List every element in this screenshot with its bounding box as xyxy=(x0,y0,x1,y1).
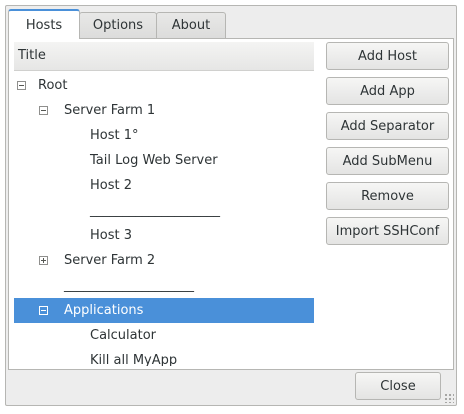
tab-about-label: About xyxy=(171,18,211,33)
remove-label: Remove xyxy=(361,188,414,204)
tree-row-label: ____________________ xyxy=(90,203,220,218)
tree-row-label: Kill all MyApp xyxy=(90,353,178,366)
tree-row-root[interactable]: Root xyxy=(14,73,314,98)
tree-row-label: Calculator xyxy=(90,328,157,343)
tree-row-host-1[interactable]: Host 1° xyxy=(14,123,314,148)
add-submenu-button[interactable]: Add SubMenu xyxy=(326,147,449,175)
tree-row-label: Host 2 xyxy=(90,178,133,193)
add-separator-button[interactable]: Add Separator xyxy=(326,112,449,140)
collapse-icon[interactable] xyxy=(39,306,48,315)
collapse-icon[interactable] xyxy=(17,81,26,90)
tree-row-label: Host 3 xyxy=(90,228,133,243)
hosts-panel: Title Root Server Farm 1 Host 1° Tail Lo… xyxy=(8,38,454,370)
add-separator-label: Add Separator xyxy=(340,118,435,134)
resize-grip-icon[interactable] xyxy=(444,393,454,403)
host-tree[interactable]: Title Root Server Farm 1 Host 1° Tail Lo… xyxy=(14,42,314,366)
tree-row-separator[interactable]: ____________________ xyxy=(14,198,314,223)
tree-row-label: Server Farm 2 xyxy=(64,253,156,268)
tab-about[interactable]: About xyxy=(156,12,226,38)
tree-row-server-farm-1[interactable]: Server Farm 1 xyxy=(14,98,314,123)
tree-column-header[interactable]: Title xyxy=(14,42,314,71)
import-sshconf-button[interactable]: Import SSHConf xyxy=(326,217,449,245)
tree-row-label: Root xyxy=(38,78,68,93)
tree-header-label: Title xyxy=(18,48,46,63)
tree-row-host-2[interactable]: Host 2 xyxy=(14,173,314,198)
add-host-button[interactable]: Add Host xyxy=(326,42,449,70)
tree-row-label: Applications xyxy=(64,303,144,318)
tree-row-applications[interactable]: Applications xyxy=(14,298,314,323)
add-host-label: Add Host xyxy=(358,48,417,64)
tree-row-kill-all[interactable]: Kill all MyApp xyxy=(14,348,314,366)
tree-row-label: ____________________ xyxy=(64,278,194,293)
add-app-button[interactable]: Add App xyxy=(326,77,449,105)
tree-row-host-3[interactable]: Host 3 xyxy=(14,223,314,248)
tree-row-server-farm-2[interactable]: Server Farm 2 xyxy=(14,248,314,273)
tab-hosts-label: Hosts xyxy=(25,17,63,33)
close-button[interactable]: Close xyxy=(355,372,441,400)
tab-options-label: Options xyxy=(92,18,144,33)
tab-hosts[interactable]: Hosts xyxy=(8,9,80,39)
tree-row-label: Tail Log Web Server xyxy=(90,153,218,168)
close-label: Close xyxy=(380,378,416,394)
tree-row-label: Server Farm 1 xyxy=(64,103,156,118)
tree-row-label: Host 1° xyxy=(90,128,139,143)
tree-row-calculator[interactable]: Calculator xyxy=(14,323,314,348)
tab-options[interactable]: Options xyxy=(79,12,157,38)
add-app-label: Add App xyxy=(360,83,415,99)
import-sshconf-label: Import SSHConf xyxy=(335,223,440,239)
tree-row-tail-log[interactable]: Tail Log Web Server xyxy=(14,148,314,173)
add-submenu-label: Add SubMenu xyxy=(342,153,433,169)
collapse-icon[interactable] xyxy=(39,106,48,115)
tree-row-separator[interactable]: ____________________ xyxy=(14,273,314,298)
remove-button[interactable]: Remove xyxy=(326,182,449,210)
dialog-window: Hosts Options About Title Root Server Fa… xyxy=(5,5,457,406)
expand-icon[interactable] xyxy=(39,256,48,265)
